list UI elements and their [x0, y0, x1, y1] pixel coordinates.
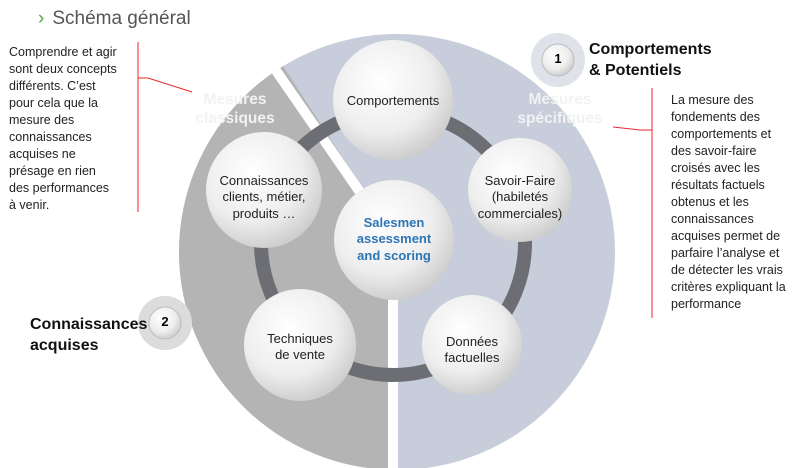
- classic-line2: classiques: [195, 110, 275, 128]
- knowledge-label: Connaissances clients, métier, produits …: [204, 173, 324, 222]
- node-facts: [422, 295, 522, 395]
- techniques-label: Techniques de vente: [245, 331, 355, 364]
- facts-line2: factuelles: [444, 350, 500, 366]
- node-techniques: [244, 289, 356, 401]
- specific-line2: spécifiques: [517, 110, 603, 128]
- page-title: Schéma général: [52, 8, 191, 29]
- badge-1-number: 1: [554, 51, 562, 66]
- specific-line1: Mesures: [528, 91, 592, 108]
- knowledge-line2: clients, métier,: [222, 189, 306, 205]
- right-connector-line: [612, 126, 652, 131]
- center-line2: assessment: [356, 231, 432, 247]
- left-connector-line: [138, 77, 193, 93]
- classic-line1: Mesures: [203, 91, 267, 108]
- chevron-right-icon: ›: [38, 8, 45, 29]
- badge-1-label: Comportements & Potentiels: [589, 40, 712, 82]
- behaviors-label: Comportements: [346, 93, 440, 108]
- know-how-line2: (habiletés: [491, 189, 549, 205]
- node-know-how: [468, 138, 572, 242]
- know-how-line3: commerciales): [477, 205, 563, 221]
- classic-measures-label: Mesures classiques: [180, 90, 290, 129]
- facts-line1: Données: [445, 334, 499, 349]
- badge-2-label-line1: Connaissances: [30, 316, 148, 333]
- node-center: [334, 180, 454, 300]
- knowledge-line1: Connaissances: [219, 173, 309, 188]
- center-line1: Salesmen: [363, 215, 425, 230]
- node-behaviors: [333, 40, 453, 160]
- badge-2: [138, 296, 192, 350]
- right-note: La mesure des fondements des comportemen…: [671, 93, 786, 311]
- badge-2-label: Connaissances acquises: [30, 315, 147, 357]
- techniques-line2: de vente: [275, 347, 325, 363]
- badge-1-label-line2: & Potentiels: [589, 61, 682, 79]
- know-how-line1: Savoir-Faire: [484, 173, 556, 188]
- badge-2-number: 2: [161, 314, 169, 329]
- techniques-line1: Techniques: [267, 331, 333, 346]
- facts-label: Données factuelles: [422, 334, 522, 367]
- badge-1: [531, 33, 585, 87]
- knowledge-line3: produits …: [232, 205, 296, 221]
- center-line3: and scoring: [357, 247, 431, 263]
- page-header: › Schéma général: [38, 8, 191, 30]
- center-label: Salesmen assessment and scoring: [339, 215, 449, 264]
- node-knowledge: [206, 132, 322, 248]
- badge-2-label-line2: acquises: [30, 336, 99, 354]
- know-how-label: Savoir-Faire (habiletés commerciales): [466, 173, 574, 222]
- specific-measures-label: Mesures spécifiques: [505, 90, 615, 129]
- left-note: Comprendre et agir sont deux concepts di…: [9, 45, 117, 212]
- badge-1-label-line1: Comportements: [589, 41, 712, 58]
